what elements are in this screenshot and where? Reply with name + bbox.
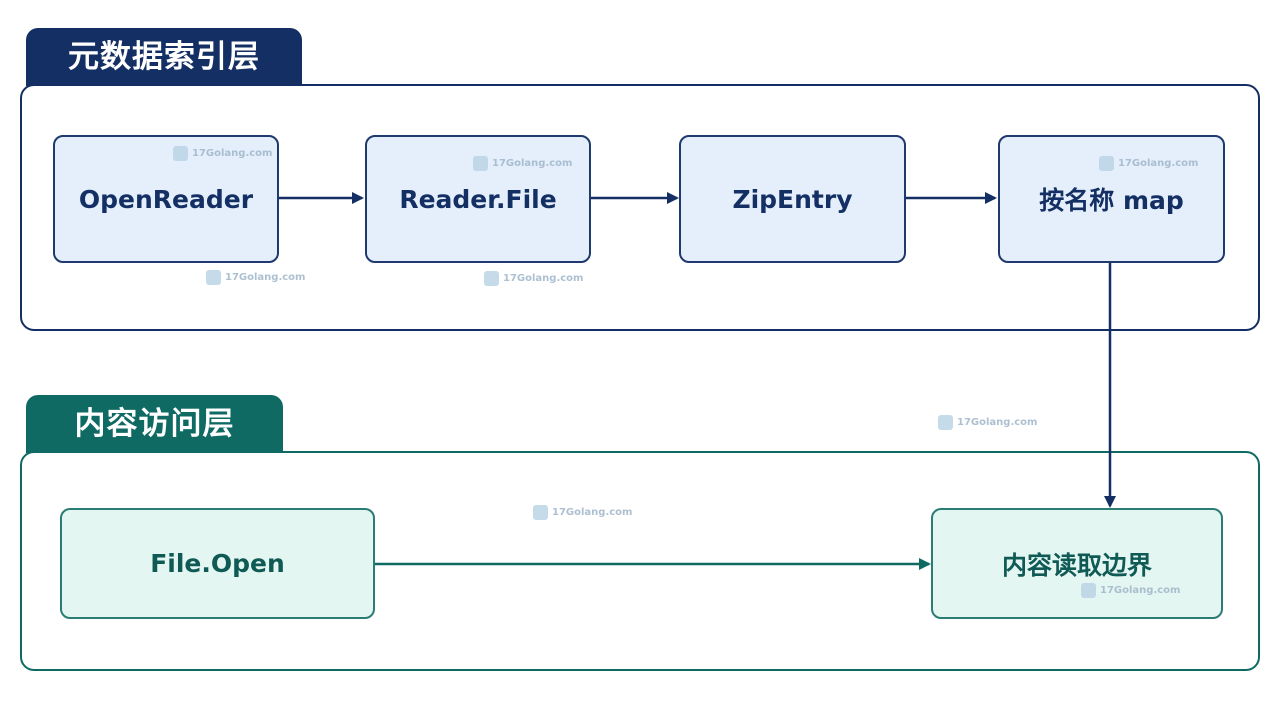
logo-icon bbox=[533, 505, 548, 520]
metadata-layer-title: 元数据索引层 bbox=[26, 28, 302, 86]
node-zip-entry: ZipEntry bbox=[679, 135, 906, 263]
watermark: 17Golang.com bbox=[173, 146, 272, 161]
logo-icon bbox=[1099, 156, 1114, 171]
logo-icon bbox=[473, 156, 488, 171]
watermark: 17Golang.com bbox=[473, 156, 572, 171]
watermark: 17Golang.com bbox=[1099, 156, 1198, 171]
node-reader-file: Reader.File bbox=[365, 135, 591, 263]
node-open-reader: OpenReader bbox=[53, 135, 279, 263]
watermark: 17Golang.com bbox=[484, 271, 583, 286]
logo-icon bbox=[484, 271, 499, 286]
node-file-open: File.Open bbox=[60, 508, 375, 619]
watermark: 17Golang.com bbox=[206, 270, 305, 285]
watermark: 17Golang.com bbox=[938, 415, 1037, 430]
logo-icon bbox=[938, 415, 953, 430]
logo-icon bbox=[206, 270, 221, 285]
watermark: 17Golang.com bbox=[1081, 583, 1180, 598]
node-name-map: 按名称 map bbox=[998, 135, 1225, 263]
logo-icon bbox=[1081, 583, 1096, 598]
logo-icon bbox=[173, 146, 188, 161]
watermark: 17Golang.com bbox=[533, 505, 632, 520]
content-layer-title: 内容访问层 bbox=[26, 395, 283, 453]
node-read-boundary: 内容读取边界 bbox=[931, 508, 1223, 619]
